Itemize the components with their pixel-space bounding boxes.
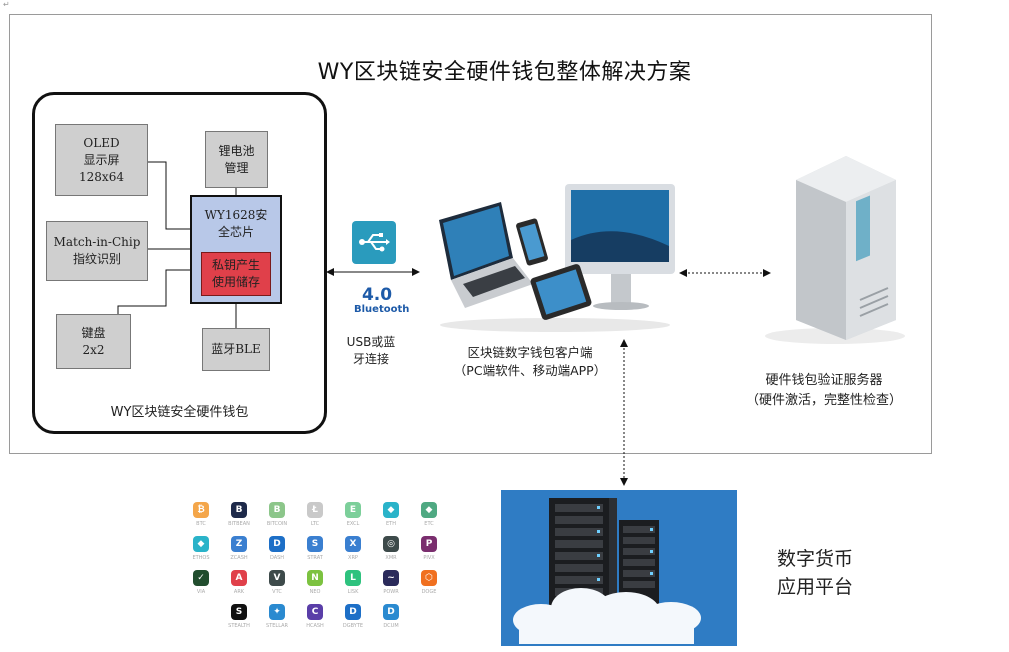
client-devices-illustration bbox=[439, 184, 675, 332]
coin-label: XMR bbox=[385, 555, 397, 561]
keypad-module: 键盘 2x2 bbox=[56, 314, 131, 369]
coin-icon: ✓ bbox=[193, 570, 209, 586]
coin-label: EXCL bbox=[346, 521, 360, 527]
coin-label: BTC bbox=[196, 521, 206, 527]
solution-frame bbox=[9, 14, 932, 454]
monitor-icon bbox=[565, 184, 675, 310]
coin-icon: S bbox=[231, 604, 247, 620]
tablet-icon bbox=[530, 264, 592, 320]
coin-icon: D bbox=[383, 604, 399, 620]
coin-icon: P bbox=[421, 536, 437, 552]
server-label: 硬件钱包验证服务器 （硬件激活，完整性检查） bbox=[745, 373, 902, 408]
coin-label: LISK bbox=[347, 589, 359, 595]
diagram-title: WY区块链安全硬件钱包整体解决方案 bbox=[317, 60, 692, 85]
coin-label: STRAT bbox=[307, 555, 323, 561]
oled-display-module: OLED 显示屏 128x64 bbox=[55, 124, 148, 196]
coin-label: DASH bbox=[269, 555, 285, 561]
coin-label: DCUM bbox=[383, 623, 399, 629]
coin-icon: B bbox=[231, 502, 247, 518]
coin-label: STELLAR bbox=[266, 623, 288, 629]
coin-icon: N bbox=[307, 570, 323, 586]
coin-label: ARK bbox=[233, 589, 245, 595]
bluetooth-version: 4.0 bbox=[361, 285, 393, 305]
coin-icon: X bbox=[345, 536, 361, 552]
coin-label: ETH bbox=[386, 521, 396, 527]
hardware-wallet-caption: WY区块链安全硬件钱包 bbox=[110, 405, 249, 420]
coin-icon: ⬡ bbox=[421, 570, 437, 586]
coin-icon: ~ bbox=[383, 570, 399, 586]
coin-icon: Ł bbox=[307, 502, 323, 518]
paragraph-mark: ↵ bbox=[3, 0, 10, 9]
coin-icon: B bbox=[269, 502, 285, 518]
coin-icon: A bbox=[231, 570, 247, 586]
coin-icon: S bbox=[307, 536, 323, 552]
platform-servers-illustration bbox=[501, 490, 737, 646]
server-tower-icon bbox=[765, 156, 905, 344]
coin-icon: ✦ bbox=[269, 604, 285, 620]
coin-label: STEALTH bbox=[228, 623, 250, 629]
coin-icon: D bbox=[269, 536, 285, 552]
coin-label: ETC bbox=[424, 521, 434, 527]
coin-icon: L bbox=[345, 570, 361, 586]
client-label: 区块链数字钱包客户端 （PC端软件、移动端APP） bbox=[453, 345, 607, 378]
coin-label: NEO bbox=[309, 589, 321, 595]
coin-label: VIA bbox=[196, 589, 206, 595]
private-key-module: 私钥产生 使用储存 bbox=[201, 252, 271, 296]
coin-icon: C bbox=[307, 604, 323, 620]
coin-label: ETHOS bbox=[192, 555, 210, 561]
bluetooth-badge: 4.0 Bluetooth bbox=[354, 285, 410, 315]
coin-label: BITCOIN bbox=[266, 521, 288, 527]
phone-icon bbox=[516, 218, 548, 266]
coin-grid: ₿ BTC B BITBEAN B BITCOIN Ł LTC E EXCL ◆ ETH ◆ ETC ◆ ET… bbox=[185, 502, 455, 642]
coin-icon: ₿ bbox=[193, 502, 209, 518]
coin-label: DOGE bbox=[421, 589, 437, 595]
security-chip: WY1628安 全芯片 私钥产生 使用储存 bbox=[190, 195, 282, 304]
connection-label: USB或蓝 牙连接 bbox=[346, 335, 396, 366]
wire-oled-chip bbox=[148, 161, 190, 230]
fingerprint-module: Match-in-Chip 指纹识别 bbox=[46, 221, 148, 281]
coin-icon: ◎ bbox=[383, 536, 399, 552]
coin-label: VTC bbox=[272, 589, 282, 595]
coin-icon: ◆ bbox=[421, 502, 437, 518]
coin-label: BITBEAN bbox=[228, 521, 250, 527]
wire-keypad-chip bbox=[117, 269, 190, 314]
internal-wires bbox=[117, 161, 237, 328]
platform-label: 数字货币 应用平台 bbox=[776, 548, 853, 598]
laptop-icon bbox=[439, 202, 533, 308]
ble-module: 蓝牙BLE bbox=[202, 328, 270, 371]
coin-icon: ◆ bbox=[193, 536, 209, 552]
coin-icon: Z bbox=[231, 536, 247, 552]
coin-label: PIVX bbox=[423, 555, 435, 561]
coin-label: ZCASH bbox=[230, 555, 248, 561]
coin-label: DGBYTE bbox=[342, 623, 364, 629]
coin-icon: E bbox=[345, 502, 361, 518]
coin-label: HCASH bbox=[306, 623, 324, 629]
coin-label: LTC bbox=[310, 521, 320, 527]
coin-label: POWR bbox=[383, 589, 399, 595]
cloud-icon bbox=[513, 588, 701, 644]
hardware-wallet-box bbox=[32, 92, 327, 434]
coin-icon: V bbox=[269, 570, 285, 586]
coin-icon: D bbox=[345, 604, 361, 620]
coin-icon: ◆ bbox=[383, 502, 399, 518]
battery-module: 锂电池 管理 bbox=[205, 131, 268, 188]
usb-icon bbox=[352, 221, 396, 264]
coin-label: XRP bbox=[348, 555, 358, 561]
